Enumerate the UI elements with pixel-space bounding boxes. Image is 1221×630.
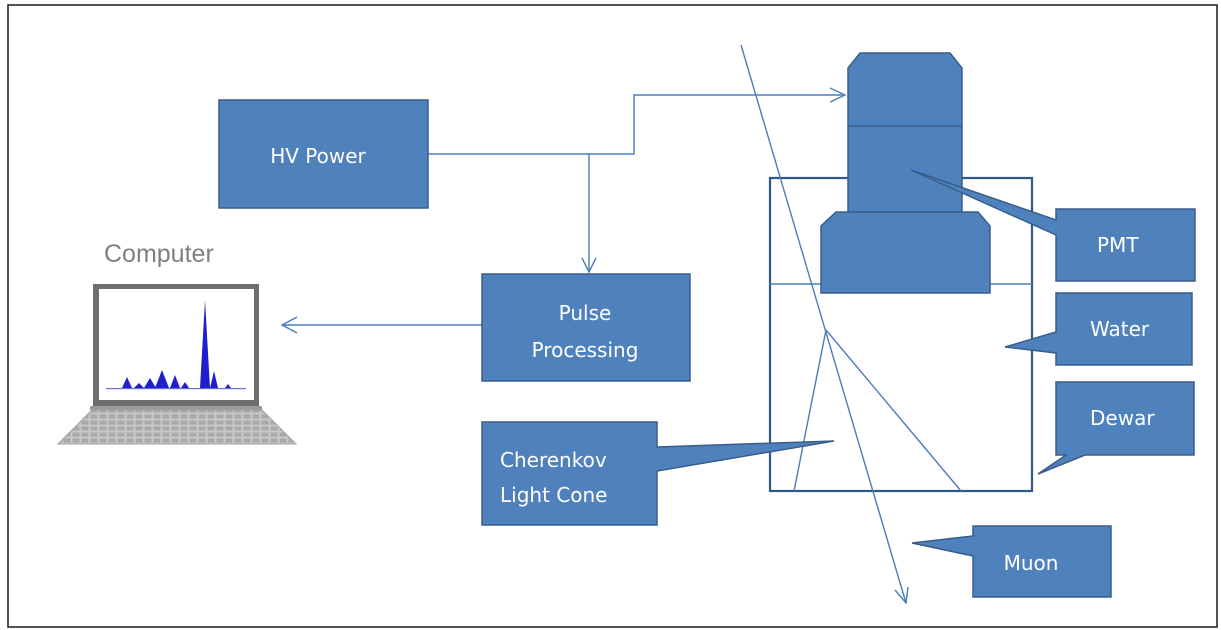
- cherenkov-label-line1: Cherenkov: [500, 448, 607, 472]
- spectrum-peak-8: [210, 371, 218, 388]
- muon-tracks: [740, 44, 962, 605]
- connectors: [280, 87, 847, 334]
- spectrum-peak-9: [225, 384, 231, 388]
- pmt-upper: [847, 52, 963, 213]
- laptop-keyboard: [56, 409, 298, 445]
- pulse-processing-label-line2: Processing: [532, 338, 639, 362]
- pulse-processing-box: [481, 273, 691, 382]
- spectrum-plot: [106, 300, 246, 390]
- laptop-icon: [56, 284, 298, 445]
- dewar-label: Dewar: [1090, 406, 1155, 430]
- dewar-callout: [1037, 381, 1195, 475]
- monitor-hinge: [90, 406, 262, 410]
- hv-power-label: HV Power: [270, 144, 366, 168]
- water-callout: [1004, 292, 1193, 366]
- spectrum-peak-4: [155, 370, 169, 388]
- diagram-frame: [7, 4, 1218, 628]
- cherenkov-ray-left: [793, 329, 827, 492]
- spectrum-peak-1: [122, 377, 132, 388]
- muon-arrowhead: [894, 586, 909, 605]
- hv-power-box: [218, 99, 429, 209]
- hv-to-pmt-arrowhead: [829, 87, 847, 103]
- spectrum-peak-5: [170, 375, 180, 388]
- pmt-callout: [910, 169, 1196, 282]
- spectrum-peak-3: [144, 378, 156, 388]
- muon-track: [740, 44, 907, 604]
- hv-to-pmt-line: [428, 94, 845, 155]
- water-label: Water: [1090, 317, 1150, 341]
- spectrum-peak-6: [181, 382, 189, 388]
- pulse-processing-label-line1: Pulse: [559, 301, 612, 325]
- spectrum-baseline: [106, 388, 246, 390]
- pmt-shape: [820, 52, 991, 294]
- hv-to-pulse-arrowhead: [581, 257, 597, 274]
- pmt-label: PMT: [1097, 233, 1139, 257]
- muon-callout: [911, 525, 1112, 598]
- spectrum-peak-2: [134, 383, 144, 388]
- computer-label: Computer: [104, 240, 214, 268]
- pulse-to-computer-arrowhead: [280, 316, 298, 334]
- pmt-base: [820, 211, 991, 294]
- muon-label: Muon: [1004, 551, 1059, 575]
- cherenkov-label-line2: Light Cone: [500, 483, 607, 507]
- cherenkov-ray-right: [825, 329, 962, 492]
- cherenkov-callout: [481, 421, 835, 526]
- spectrum-peak-7: [200, 300, 210, 388]
